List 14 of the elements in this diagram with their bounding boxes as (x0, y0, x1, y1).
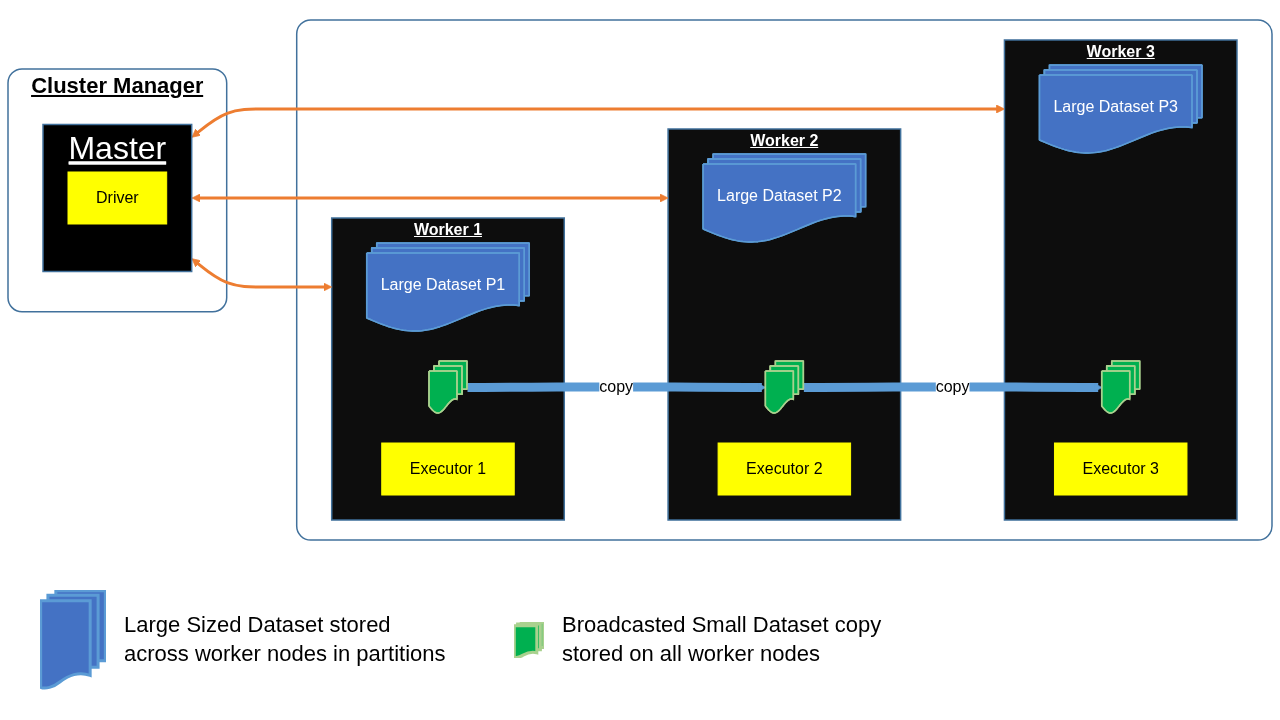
arrow (191, 104, 1005, 138)
cluster (295, 19, 1273, 541)
legend-text: Broadcasted Small Dataset copy stored on all worker nodes (562, 611, 883, 668)
node-box: Driver (67, 171, 168, 225)
arrow (803, 382, 1103, 392)
arrow (191, 258, 333, 292)
node-box: Executor 3 (1053, 442, 1188, 496)
node-box: Executor 1 (381, 442, 515, 496)
edge-label: copy (599, 378, 634, 395)
arrow (467, 382, 767, 392)
arrow (191, 193, 669, 203)
edge-label: copy (935, 378, 970, 395)
legend-text: Large Sized Dataset stored across worker nodes in partitions (124, 611, 447, 668)
node-box: Executor 2 (717, 442, 852, 496)
